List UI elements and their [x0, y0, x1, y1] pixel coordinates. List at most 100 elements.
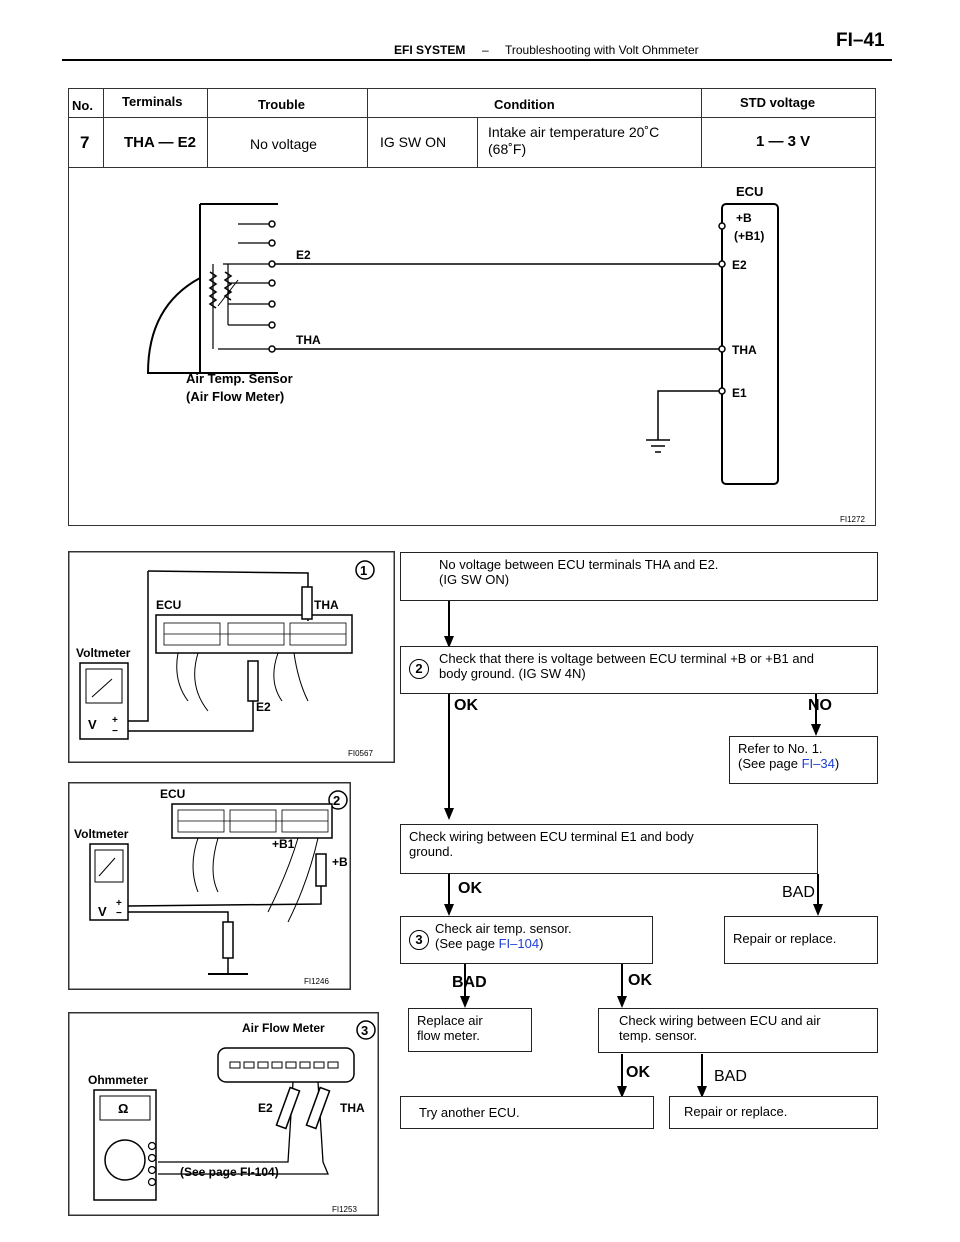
- probe: [301, 586, 313, 620]
- selector-knob-icon: [104, 1139, 146, 1181]
- sensor-term-tha: THA: [296, 333, 321, 347]
- probe: [305, 1086, 331, 1130]
- step3-pre: (See page: [435, 936, 499, 951]
- fig-code: FI1246: [304, 977, 329, 986]
- flow-wiring-line2: temp. sensor.: [619, 1028, 698, 1043]
- flow-refer-line2: (See page FI–34): [738, 756, 869, 771]
- step-number: 3: [361, 1023, 368, 1038]
- ecu-term-e1: E1: [732, 386, 747, 400]
- col-header-condition: Condition: [494, 97, 555, 112]
- plus-label: +: [112, 715, 118, 726]
- flow-step2-box: 2 Check that there is voltage between EC…: [400, 646, 878, 694]
- refer-link[interactable]: FI–34: [801, 756, 835, 771]
- refer-pre: (See page: [738, 756, 802, 771]
- arrow-icon: [617, 1086, 627, 1098]
- flow-step3-line1: Check air temp. sensor.: [435, 921, 572, 936]
- header-title: Troubleshooting with Volt Ohmmeter: [505, 43, 699, 57]
- probe-wire: [127, 886, 322, 907]
- ecu-term-b1: (+B1): [734, 229, 764, 243]
- minus-label: −: [116, 908, 122, 919]
- flow-step3-box: 3 Check air temp. sensor. (See page FI–1…: [400, 916, 653, 964]
- harness-wires: [192, 837, 319, 923]
- connector-pins: [177, 809, 329, 833]
- figure-1: 1 ECU THA E2 Voltmeter V + − FI0567: [68, 551, 395, 763]
- flow-start-line2: (IG SW ON): [439, 572, 510, 587]
- flow-start-line1: No voltage between ECU terminals THA and…: [439, 557, 719, 572]
- fig-code: FI0567: [348, 749, 373, 758]
- wiring-diagram: ECU +B (+B1) E2 THA E1 E2 THA Air Temp. …: [146, 184, 865, 524]
- needle-icon: [91, 678, 113, 698]
- arrow-icon: [813, 904, 823, 916]
- flowchart-connectors: [444, 601, 823, 1098]
- ecu-label: ECU: [156, 598, 181, 612]
- ecu-term-tha: THA: [732, 343, 757, 357]
- afm-label: Air Flow Meter: [242, 1021, 325, 1035]
- meter-label: Voltmeter: [74, 827, 129, 841]
- figure-3: 3 Air Flow Meter E2 THA Ohmmeter Ω (See …: [68, 1012, 379, 1216]
- arrow-icon: [444, 808, 454, 820]
- probe-wire: [128, 571, 149, 722]
- flow-try-box: Try another ECU.: [400, 1096, 654, 1129]
- flow-replace-line1: Replace air: [417, 1013, 483, 1028]
- step-number-badge: [356, 1020, 376, 1040]
- flow-replace-box: Replace air flow meter.: [408, 1008, 532, 1052]
- e2-label: E2: [256, 700, 271, 714]
- flow-repair1-box: Repair or replace.: [724, 916, 878, 964]
- b-label: +B: [332, 855, 348, 869]
- v-label: V: [98, 904, 107, 919]
- arrow-icon: [444, 904, 454, 916]
- page-number: FI–41: [836, 30, 885, 51]
- sensor-housing: [146, 204, 201, 374]
- flow-e1-line1: Check wiring between ECU terminal E1 and…: [409, 829, 694, 844]
- header-section: EFI SYSTEM: [394, 43, 466, 57]
- flow-step2-line1: Check that there is voltage between ECU …: [439, 651, 815, 666]
- col-header-no: No.: [72, 98, 93, 113]
- row-no: 7: [80, 133, 90, 152]
- table-col-divider: [701, 89, 702, 167]
- step3-number: 3: [409, 930, 429, 950]
- flow-refer-box: Refer to No. 1. (See page FI–34): [729, 736, 878, 784]
- b1-label: +B1: [272, 837, 295, 851]
- connector-pins: [163, 622, 347, 646]
- row-std-voltage: 1 — 3 V: [756, 133, 811, 150]
- flow-wiring-line1: Check wiring between ECU and air: [619, 1013, 821, 1028]
- flow-replace-line2: flow meter.: [417, 1028, 480, 1043]
- flow-start-box: No voltage between ECU terminals THA and…: [400, 552, 878, 601]
- flow-repair2: Repair or replace.: [684, 1104, 788, 1119]
- tha-label: THA: [340, 1101, 365, 1115]
- ok-label: OK: [626, 1064, 650, 1081]
- step3-post: ): [539, 936, 544, 951]
- flow-e1-line2: ground.: [409, 844, 454, 859]
- arrow-icon: [811, 724, 821, 736]
- col-header-std: STD voltage: [740, 95, 816, 110]
- probe: [315, 853, 327, 887]
- ecu-term-b: +B: [736, 211, 752, 225]
- needle-icon: [98, 857, 116, 877]
- figure-2: 2 ECU +B1 +B Voltmeter V + − FI1246: [68, 782, 351, 990]
- bad-label: BAD: [452, 974, 487, 991]
- sensor-terminals: [268, 220, 276, 353]
- arrow-icon: [460, 996, 470, 1008]
- row-trouble: No voltage: [250, 136, 317, 152]
- sensor-sublabel: (Air Flow Meter): [186, 389, 284, 404]
- step3-link[interactable]: FI–104: [498, 936, 540, 951]
- bad-label: BAD: [782, 884, 815, 901]
- flow-try: Try another ECU.: [419, 1105, 520, 1120]
- refer-post: ): [834, 756, 840, 771]
- sensor-term-e2: E2: [296, 248, 311, 262]
- probe-wire: [128, 911, 229, 922]
- col-header-trouble: Trouble: [258, 97, 305, 112]
- arrow-icon: [697, 1086, 707, 1098]
- meter-dial: [99, 1095, 151, 1121]
- bad-label: BAD: [714, 1068, 747, 1085]
- see-page-label: (See page FI-104): [180, 1165, 279, 1179]
- minus-label: −: [112, 726, 118, 737]
- ok-label: OK: [458, 880, 482, 897]
- ecu-box: [721, 203, 779, 485]
- ecu-label: ECU: [736, 184, 763, 199]
- row-condition-temp-1: Intake air temperature 20˚C: [488, 124, 660, 140]
- row-condition-temp-2: (68˚F): [488, 141, 527, 157]
- arrow-icon: [617, 996, 627, 1008]
- table-header-divider: [69, 117, 875, 118]
- probe: [247, 660, 259, 702]
